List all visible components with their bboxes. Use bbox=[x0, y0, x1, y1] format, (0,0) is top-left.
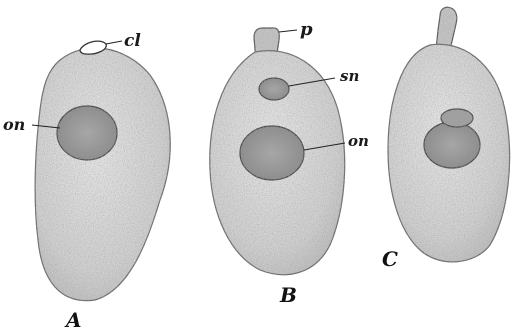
panel-letter-b: B bbox=[279, 283, 297, 307]
panel-c: C bbox=[382, 7, 510, 271]
label-a-on: on bbox=[3, 115, 25, 134]
panel-letter-c: C bbox=[382, 247, 398, 271]
cell-a-nucleus bbox=[57, 106, 117, 160]
cell-a-body bbox=[35, 48, 170, 301]
label-a-cl: cl bbox=[124, 31, 141, 51]
panel-letter-a: A bbox=[64, 308, 82, 331]
label-b-p: p bbox=[300, 19, 313, 40]
cell-b-small-nucleus bbox=[259, 78, 289, 100]
panel-b: p sn on B bbox=[210, 19, 369, 307]
leader-b-p bbox=[279, 30, 297, 32]
leader-a-cl bbox=[106, 41, 122, 44]
label-b-sn: sn bbox=[340, 67, 359, 85]
label-b-on: on bbox=[348, 132, 369, 150]
panel-a: cl on A bbox=[3, 31, 170, 331]
cell-c-nucleus bbox=[424, 122, 480, 168]
cell-b-nucleus bbox=[240, 126, 304, 180]
cell-c-nucleus-cap bbox=[441, 109, 473, 127]
